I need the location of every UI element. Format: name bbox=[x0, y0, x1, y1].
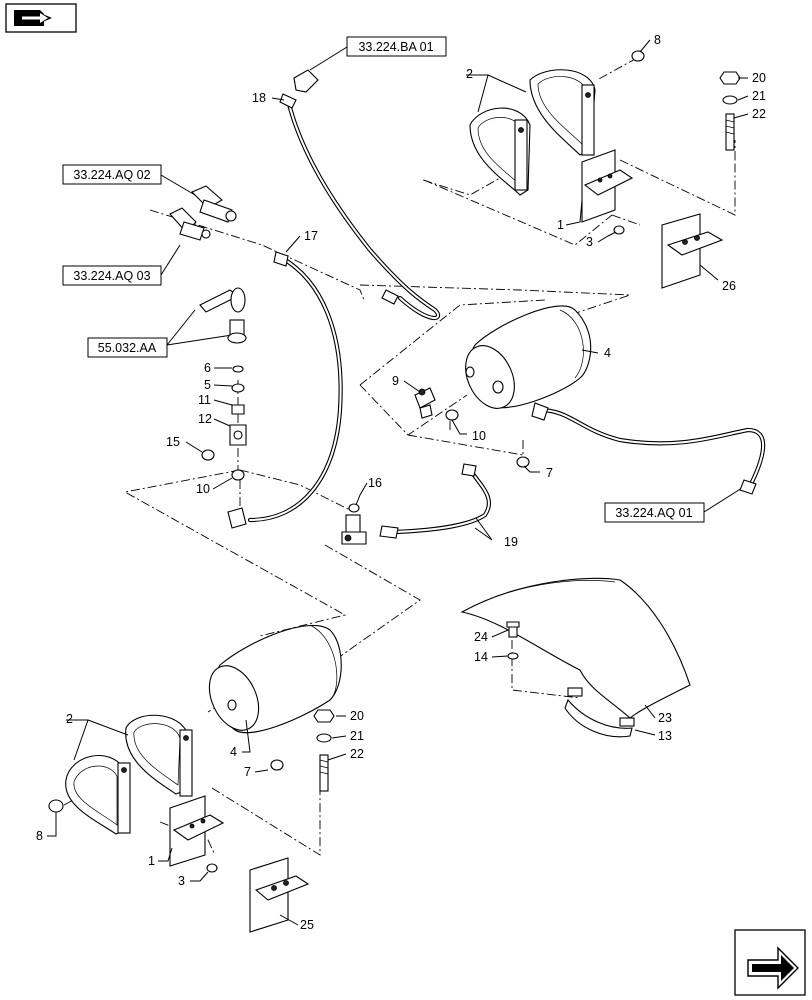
svg-text:33.224.AQ 01: 33.224.AQ 01 bbox=[615, 506, 692, 520]
bracket-1-upper bbox=[581, 149, 634, 223]
callout-8: 8 bbox=[36, 829, 43, 843]
callout-25: 25 bbox=[300, 918, 314, 932]
callout-7: 7 bbox=[244, 765, 251, 779]
reference-box-aa[interactable]: 55.032.AA bbox=[87, 337, 168, 358]
strap-2-lower bbox=[65, 714, 193, 835]
bolt-3-upper bbox=[613, 225, 625, 235]
callout-3: 3 bbox=[586, 235, 593, 249]
callout-21: 21 bbox=[350, 729, 364, 743]
washer-14 bbox=[507, 652, 519, 660]
callout-14: 14 bbox=[474, 650, 488, 664]
air-tank-lower bbox=[208, 624, 342, 734]
svg-text:55.032.AA: 55.032.AA bbox=[98, 341, 157, 355]
coupling-aq02 bbox=[191, 185, 237, 223]
hose-aq01 bbox=[531, 402, 766, 495]
callout-9: 9 bbox=[392, 374, 399, 388]
clamp-13 bbox=[564, 687, 635, 738]
callout-26: 26 bbox=[722, 279, 736, 293]
callout-6: 6 bbox=[204, 361, 211, 375]
callout-10: 10 bbox=[472, 429, 486, 443]
nut-8-upper bbox=[631, 50, 645, 62]
callout-8: 8 bbox=[654, 33, 661, 47]
drain-7-lower bbox=[270, 759, 284, 771]
callout-16: 16 bbox=[368, 476, 382, 490]
bracket-1-lower bbox=[169, 795, 225, 867]
callout-1: 1 bbox=[148, 854, 155, 868]
callout-20: 20 bbox=[350, 709, 364, 723]
air-tank-upper bbox=[465, 305, 592, 409]
callout-19: 19 bbox=[504, 535, 518, 549]
drain-valve-16 bbox=[341, 503, 367, 545]
svg-text:33.224.AQ 02: 33.224.AQ 02 bbox=[73, 168, 150, 182]
hose-19 bbox=[379, 463, 492, 539]
strap-2-upper bbox=[469, 69, 596, 196]
bolt-stack-upper bbox=[719, 71, 741, 151]
plug-10-upper bbox=[445, 409, 459, 421]
callout-10: 10 bbox=[196, 482, 210, 496]
callout-21: 21 bbox=[752, 89, 766, 103]
callout-4: 4 bbox=[604, 346, 611, 360]
small-parts-column bbox=[201, 365, 247, 481]
bolt-3-lower bbox=[206, 863, 218, 873]
coupling-aq03 bbox=[169, 207, 211, 241]
svg-text:33.224.AQ 03: 33.224.AQ 03 bbox=[73, 269, 150, 283]
callout-20: 20 bbox=[752, 71, 766, 85]
hose-18 bbox=[279, 69, 441, 321]
callout-2: 2 bbox=[66, 712, 73, 726]
reference-box-ba01[interactable]: 33.224.BA 01 bbox=[346, 36, 447, 57]
callout-1: 1 bbox=[557, 218, 564, 232]
callout-22: 22 bbox=[752, 107, 766, 121]
callout-4: 4 bbox=[230, 745, 237, 759]
callout-15: 15 bbox=[166, 435, 180, 449]
callout-23: 23 bbox=[658, 711, 672, 725]
callout-13: 13 bbox=[658, 729, 672, 743]
callout-24: 24 bbox=[474, 630, 488, 644]
callout-5: 5 bbox=[204, 378, 211, 392]
reference-box-aq03[interactable]: 33.224.AQ 03 bbox=[62, 265, 162, 286]
bracket-26 bbox=[661, 213, 724, 289]
bolt-stack-lower bbox=[313, 709, 335, 792]
reference-box-aq01[interactable]: 33.224.AQ 01 bbox=[604, 502, 705, 523]
callout-3: 3 bbox=[178, 874, 185, 888]
bolt-24 bbox=[506, 621, 520, 638]
hose-17 bbox=[227, 251, 343, 529]
callout-12: 12 bbox=[198, 412, 212, 426]
next-page-arrow-icon[interactable] bbox=[734, 929, 806, 996]
callout-7: 7 bbox=[546, 466, 553, 480]
bracket-25 bbox=[249, 857, 310, 933]
pressure-sensor bbox=[199, 287, 247, 344]
drain-7-upper bbox=[516, 456, 530, 468]
nut-8-lower bbox=[48, 799, 64, 813]
fitting-9 bbox=[414, 387, 436, 419]
callout-17: 17 bbox=[304, 229, 318, 243]
svg-text:33.224.BA 01: 33.224.BA 01 bbox=[358, 40, 433, 54]
callout-22: 22 bbox=[350, 747, 364, 761]
callout-18: 18 bbox=[252, 91, 266, 105]
callout-2: 2 bbox=[466, 67, 473, 81]
reference-box-aq02[interactable]: 33.224.AQ 02 bbox=[62, 164, 162, 185]
fender-23 bbox=[460, 577, 691, 719]
callout-11: 11 bbox=[198, 393, 211, 407]
book-arrow-icon[interactable] bbox=[5, 3, 77, 33]
